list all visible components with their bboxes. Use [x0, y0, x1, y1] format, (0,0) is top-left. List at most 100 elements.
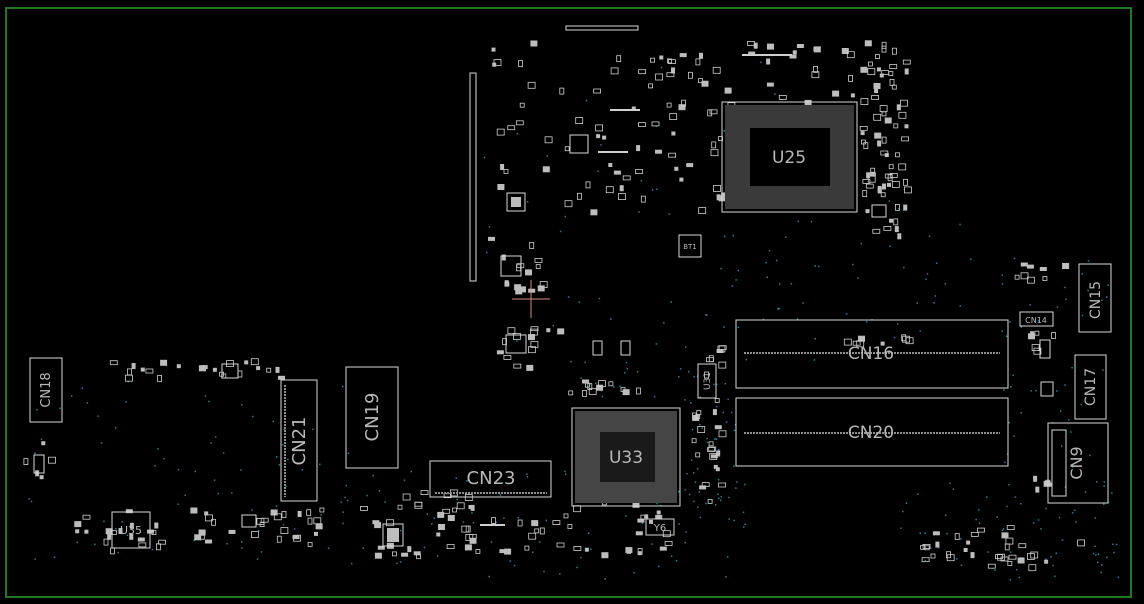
component-cn18[interactable]: CN18: [29, 357, 63, 423]
passive-pad: [514, 284, 522, 291]
passive-pad: [504, 548, 512, 555]
passive-pad: [691, 438, 697, 444]
via: [1061, 539, 1064, 541]
via: [94, 543, 96, 546]
via: [115, 528, 117, 530]
passive-pad: [701, 80, 709, 87]
passive-pad: [386, 519, 394, 527]
via: [1094, 545, 1096, 547]
component-cn9[interactable]: CN9: [1047, 422, 1109, 504]
passive-pad: [616, 55, 622, 63]
passive-pad: [860, 66, 868, 73]
passive-pad: [846, 51, 855, 59]
passive-pad: [105, 528, 113, 535]
component-y6[interactable]: Y6: [645, 518, 675, 536]
passive-pad: [103, 538, 109, 546]
via: [1064, 384, 1066, 386]
via: [693, 375, 695, 378]
passive-pad: [129, 522, 134, 529]
passive-pad: [593, 88, 601, 94]
via: [576, 566, 578, 569]
passive-pad: [679, 177, 684, 182]
via: [1103, 481, 1105, 483]
via: [670, 301, 672, 303]
component-cn17[interactable]: CN17: [1074, 354, 1107, 420]
via: [275, 505, 278, 507]
passive-pad: [897, 233, 902, 240]
component-cn14[interactable]: CN14: [1019, 311, 1054, 327]
via: [733, 465, 735, 468]
component-label-u31: U31: [703, 372, 713, 390]
component-cn23[interactable]: CN23: [429, 460, 552, 498]
via: [978, 509, 980, 511]
component-label-y6: Y6: [653, 523, 666, 534]
component-bt1[interactable]: BT1: [678, 234, 702, 258]
passive-pad: [360, 505, 368, 511]
via: [210, 442, 212, 444]
via: [722, 411, 724, 414]
via: [588, 532, 590, 534]
passive-pad: [714, 398, 720, 403]
via: [471, 512, 473, 514]
component-u31[interactable]: U31: [697, 363, 717, 399]
component-cn15[interactable]: CN15: [1078, 263, 1112, 333]
passive-pad: [154, 522, 159, 529]
component-u35[interactable]: U35: [111, 511, 151, 549]
passive-pad: [860, 131, 865, 136]
passive-pad: [588, 388, 597, 395]
passive-pad: [1000, 556, 1009, 562]
via: [790, 282, 793, 285]
via: [1103, 485, 1105, 487]
passive-pad: [469, 537, 477, 544]
via: [366, 494, 368, 497]
passive-pad: [307, 542, 313, 547]
passive-pad: [903, 178, 908, 186]
via: [423, 546, 426, 549]
passive-pad: [622, 389, 630, 396]
component-u25[interactable]: U25: [721, 101, 858, 213]
passive-pad: [638, 122, 646, 127]
via: [728, 496, 730, 499]
via: [956, 558, 958, 560]
via: [814, 338, 816, 340]
passive-pad: [492, 62, 497, 67]
passive-pad: [871, 95, 879, 100]
passive-pad: [307, 517, 313, 525]
via: [1056, 390, 1058, 392]
passive-pad: [865, 183, 874, 189]
passive-components-layer: [23, 40, 1085, 572]
passive-pad: [644, 514, 649, 519]
via: [716, 405, 718, 408]
passive-pad: [513, 363, 522, 369]
via: [1020, 412, 1022, 414]
passive-pad: [873, 113, 882, 121]
via: [919, 532, 921, 534]
passive-pad: [881, 136, 887, 144]
component-u33[interactable]: U33: [571, 407, 681, 507]
passive-pad: [648, 83, 653, 89]
via: [651, 543, 653, 545]
component-cn19[interactable]: CN19: [345, 366, 399, 469]
component-cn16[interactable]: CN16: [735, 319, 1009, 389]
passive-pad: [250, 358, 259, 366]
passive-pad: [559, 87, 565, 95]
passive-pad: [137, 537, 145, 542]
component-label-cn21: CN21: [289, 417, 310, 466]
passive-pad: [401, 552, 409, 557]
component-cn20[interactable]: CN20: [735, 397, 1009, 467]
via: [679, 368, 682, 370]
passive-pad: [707, 447, 715, 452]
passive-pad: [688, 71, 693, 79]
via: [814, 265, 816, 267]
component-cn21[interactable]: CN21: [280, 379, 318, 502]
via: [944, 514, 947, 516]
via: [1097, 553, 1100, 555]
passive-pad: [893, 218, 899, 226]
passive-pad: [402, 493, 411, 501]
passive-pad: [585, 181, 591, 189]
via: [604, 578, 606, 580]
passive-pad: [397, 504, 403, 510]
passive-pad: [610, 67, 619, 75]
passive-pad: [1026, 264, 1034, 269]
